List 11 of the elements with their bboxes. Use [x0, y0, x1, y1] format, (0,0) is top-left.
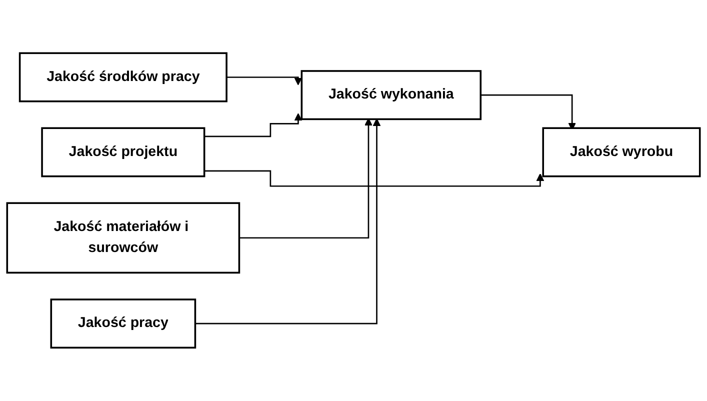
arrow: [204, 170, 544, 187]
node-box: Jakość wyrobu: [542, 127, 701, 178]
node-box: Jakość pracy: [50, 298, 196, 349]
node-box: Jakość projektu: [41, 127, 206, 178]
node-box: Jakość wykonania: [300, 70, 482, 120]
arrow: [195, 118, 381, 324]
node-box: Jakość środków pracy: [18, 52, 228, 102]
node-box: Jakość materiałów i surowców: [6, 202, 240, 274]
arrow: [239, 118, 372, 239]
arrow: [204, 113, 302, 138]
arrow: [226, 76, 302, 86]
